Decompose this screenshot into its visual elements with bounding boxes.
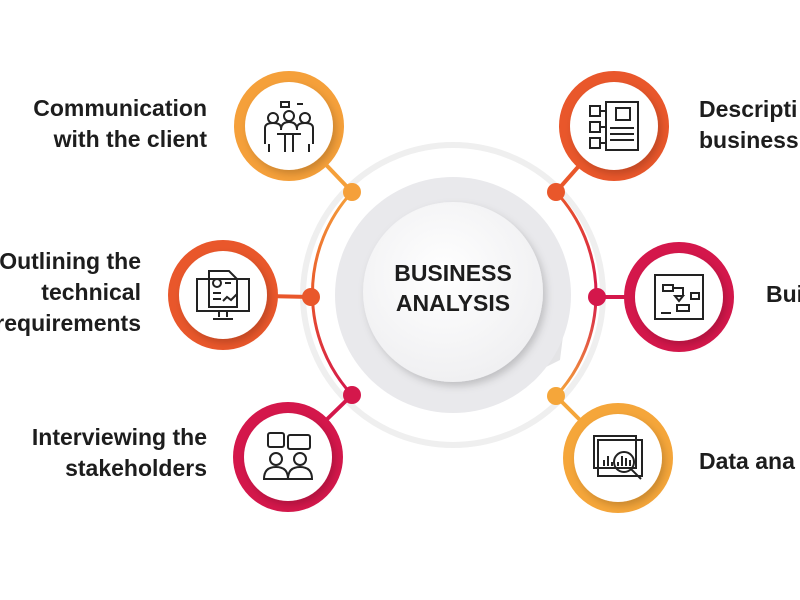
label-build: Bui <box>766 279 800 310</box>
node-stakeholders <box>233 386 361 512</box>
process-board-icon <box>589 101 639 151</box>
label-stakeholders: Interviewing the stakeholders <box>32 422 207 484</box>
meeting-people-icon <box>264 101 314 152</box>
label-data: Data ana <box>699 446 795 477</box>
node-inner <box>244 413 332 501</box>
connector-dot <box>547 183 565 201</box>
center-title-line2: ANALYSIS <box>395 290 511 316</box>
center-title-line1: BUSINESS <box>394 260 512 286</box>
label-line: Descripti <box>699 96 798 122</box>
connector-dot <box>588 288 606 306</box>
connector-dot <box>343 183 361 201</box>
label-line: Interviewing the <box>31 424 207 450</box>
flowchart-board-icon <box>654 274 704 320</box>
label-line: requirements <box>0 310 141 336</box>
connector-dot <box>343 386 361 404</box>
people-chat-icon <box>262 432 314 480</box>
label-line: technical <box>41 279 141 305</box>
label-description: Descripti business <box>699 94 799 156</box>
node-description <box>547 71 669 201</box>
node-inner <box>574 414 662 502</box>
node-build <box>588 242 734 352</box>
label-line: Communication <box>33 95 207 121</box>
connector-dot <box>547 387 565 405</box>
monitor-document-chart-icon <box>196 270 250 320</box>
node-inner <box>570 82 658 170</box>
node-data <box>547 387 673 513</box>
label-technical: Outlining the technical requirements <box>0 246 141 339</box>
center-title: BUSINESS ANALYSIS <box>363 258 543 318</box>
node-communication <box>234 71 361 201</box>
label-communication: Communication with the client <box>33 93 207 155</box>
center-disc <box>363 202 543 382</box>
label-line: stakeholders <box>65 455 207 481</box>
node-inner <box>245 82 333 170</box>
node-technical <box>168 240 320 350</box>
label-line: Bui <box>766 281 800 307</box>
node-inner <box>179 251 267 339</box>
data-magnifier-icon <box>593 435 643 480</box>
label-line: Data ana <box>699 448 795 474</box>
connector-dot <box>302 288 320 306</box>
label-line: with the client <box>53 126 207 152</box>
label-line: business <box>699 127 799 153</box>
label-line: Outlining the <box>0 248 141 274</box>
